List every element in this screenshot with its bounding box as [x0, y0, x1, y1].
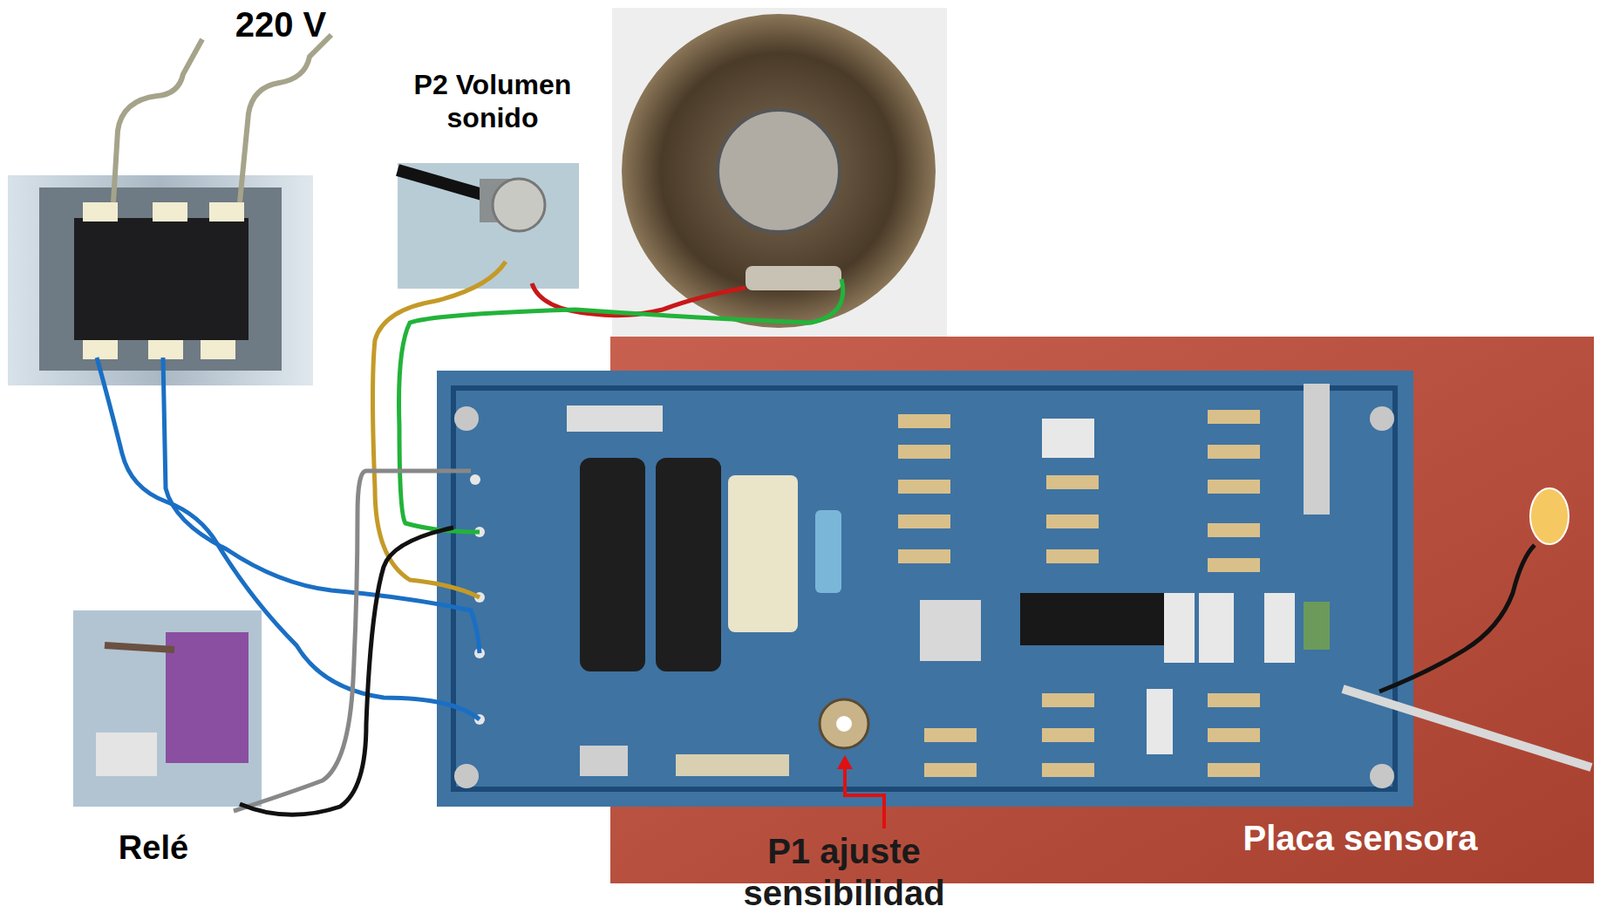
transformer-photo: [7, 175, 314, 386]
potentiometer-label: P2 Volumen sonido: [396, 68, 589, 136]
speaker-photo: [612, 7, 947, 337]
volume-potentiometer-photo: [397, 163, 579, 289]
sensor-board-node: Placa sensora: [610, 336, 1594, 884]
pcb-board: [436, 370, 1414, 807]
relay-label: Relé: [92, 828, 215, 869]
relay-photo: [73, 610, 262, 807]
voltage-label: 220 V: [215, 3, 347, 46]
sensor-pad: [1530, 488, 1569, 545]
trimmer-label: P1 ajuste sensibilidad: [713, 830, 975, 914]
board-title: Placa sensora: [1168, 817, 1553, 859]
